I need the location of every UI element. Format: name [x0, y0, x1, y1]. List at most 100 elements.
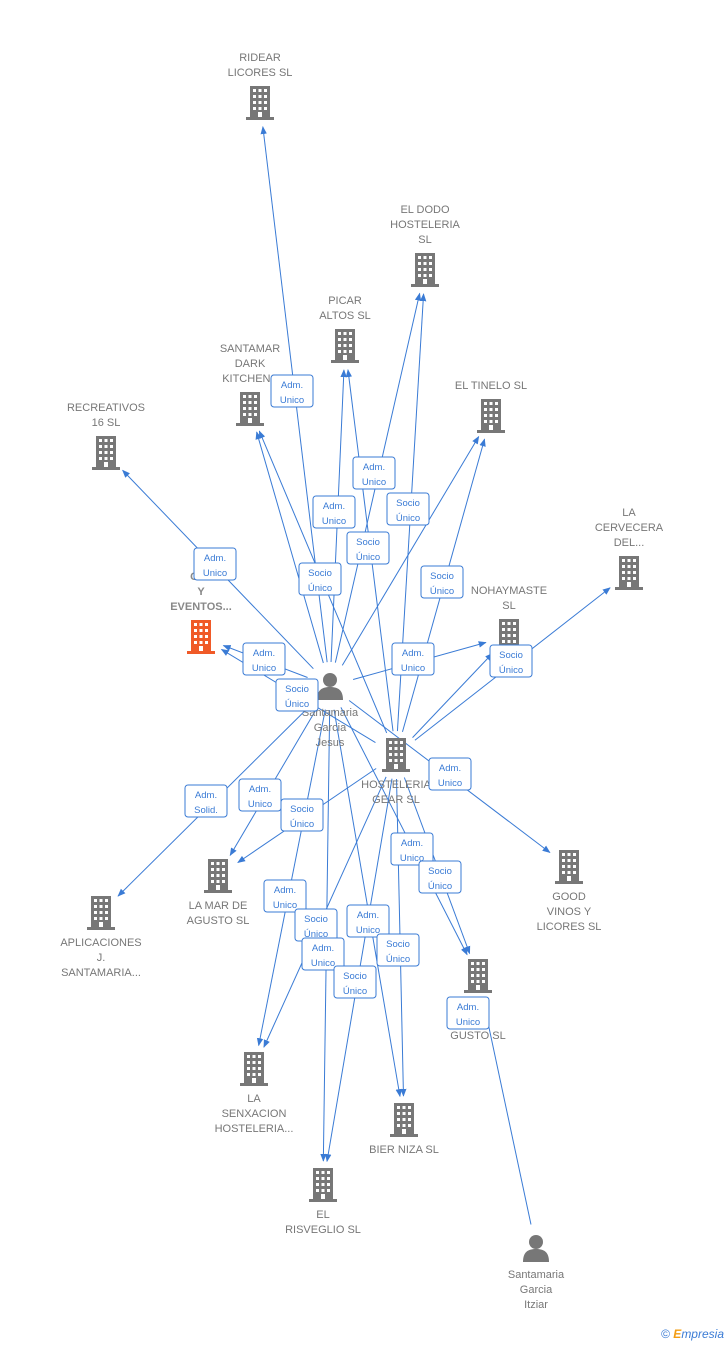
brand-name: mpresia — [681, 1327, 724, 1341]
node-label: DEL... — [614, 537, 645, 549]
edge-label-text: Adm. — [312, 943, 334, 954]
edge-label-text: Solid. — [194, 805, 218, 816]
edge-label-text: Adm. — [457, 1002, 479, 1013]
edge-jesus-santamar — [255, 431, 324, 664]
edge-label-jesus-aplicaciones[interactable]: Adm. Solid. — [184, 784, 228, 818]
node-label: EL TINELO SL — [455, 380, 527, 392]
building-icon — [187, 620, 215, 654]
edge-label-text: Unico — [401, 663, 425, 674]
node-label: CERVECERA — [595, 522, 664, 534]
edge-label-jesus-gusto[interactable]: Adm.Unico — [390, 832, 434, 866]
copyright-icon: © — [661, 1327, 670, 1341]
node-label: RISVEGLIO SL — [285, 1224, 361, 1236]
edge-label-itziar-gusto[interactable]: Adm.Unico — [446, 996, 490, 1030]
node-label: SL — [418, 234, 431, 246]
edge-label-text: Adm. — [363, 462, 385, 473]
node-label: J. — [97, 952, 106, 964]
edge-label-text: Socio — [430, 571, 454, 582]
edge-label-box — [352, 456, 396, 490]
node-label: Santamaria — [508, 1269, 565, 1281]
building-icon — [309, 1168, 337, 1202]
building-icon — [331, 329, 359, 363]
edge-jesus-tinelo — [341, 435, 480, 666]
building-icon — [246, 86, 274, 120]
edge-label-text: Unico — [400, 853, 424, 864]
edge-label-text: Único — [430, 586, 454, 597]
edge-label-jesus-risveglio[interactable]: Adm.Unico — [301, 937, 345, 971]
edge-label-jesus-good[interactable]: Adm.Unico — [428, 757, 472, 791]
edge-label-jesus-recreativos[interactable]: Adm.Unico — [193, 547, 237, 581]
node-label: HOSTELERIA... — [215, 1123, 294, 1135]
edge-label-text: Unico — [203, 568, 227, 579]
node-senxacion[interactable]: LASENXACIONHOSTELERIA... — [215, 1052, 294, 1135]
node-label: APLICACIONES — [60, 937, 141, 949]
edge-label-text: Socio — [343, 971, 367, 982]
edge-label-box — [418, 860, 462, 894]
edge-label-box — [184, 784, 228, 818]
node-label: HOSTELERIA — [361, 779, 431, 791]
edge-label-text: Adm. — [274, 885, 296, 896]
edge-label-text: Socio — [428, 866, 452, 877]
edge-label-box — [270, 374, 314, 408]
building-icon — [477, 399, 505, 433]
node-label: LA — [622, 507, 636, 519]
edge-label-text: Único — [304, 929, 328, 940]
edge-label-text: Socio — [499, 650, 523, 661]
node-catering[interactable]: CATYEVENTOS... — [170, 571, 232, 654]
edge-label-box — [446, 996, 490, 1030]
node-tinelo[interactable]: EL TINELO SL — [455, 380, 527, 433]
node-aplicaciones[interactable]: APLICACIONESJ.SANTAMARIA... — [60, 896, 142, 979]
edge-label-box — [428, 757, 472, 791]
edge-label-text: Adm. — [253, 648, 275, 659]
building-icon — [87, 896, 115, 930]
copyright-credit[interactable]: © Empresia — [661, 1327, 724, 1341]
edge-label-text: Unico — [438, 778, 462, 789]
edge-label-jesus-catering[interactable]: Adm.Unico — [242, 642, 286, 676]
edge-label-text: Único — [290, 819, 314, 830]
edge-label-text: Único — [396, 513, 420, 524]
node-bier[interactable]: BIER NIZA SL — [369, 1103, 439, 1156]
edge-label-jesus-senxacion[interactable]: Adm.Unico — [263, 879, 307, 913]
edge-label-box — [346, 531, 390, 565]
edge-label-text: Socio — [356, 537, 380, 548]
edge-label-text: Unico — [322, 516, 346, 527]
edge-jesus-bier — [333, 709, 402, 1098]
edge-label-jesus-bier[interactable]: Adm.Unico — [346, 904, 390, 938]
node-cervecera[interactable]: LA CERVECERA DEL... — [595, 507, 664, 590]
edge-label-jesus-lamar[interactable]: Adm.Unico — [238, 778, 282, 812]
node-label: SL — [502, 600, 515, 612]
edge-label-jesus-santamar[interactable]: Adm.Unico — [270, 374, 314, 408]
edge-label-jesus-dodo[interactable]: Adm.Unico — [352, 456, 396, 490]
edge-label-text: Adm. — [195, 790, 217, 801]
node-label: KITCHENS — [222, 373, 278, 385]
edge-label-text: Socio — [285, 684, 309, 695]
edge-label-jesus-picar[interactable]: Adm.Unico — [312, 495, 356, 529]
edge-label-jesus-nohaymaste[interactable]: Adm.Unico — [391, 642, 435, 676]
node-label: DARK — [235, 358, 266, 370]
building-icon — [464, 959, 492, 993]
edge-label-text: Socio — [304, 914, 328, 925]
